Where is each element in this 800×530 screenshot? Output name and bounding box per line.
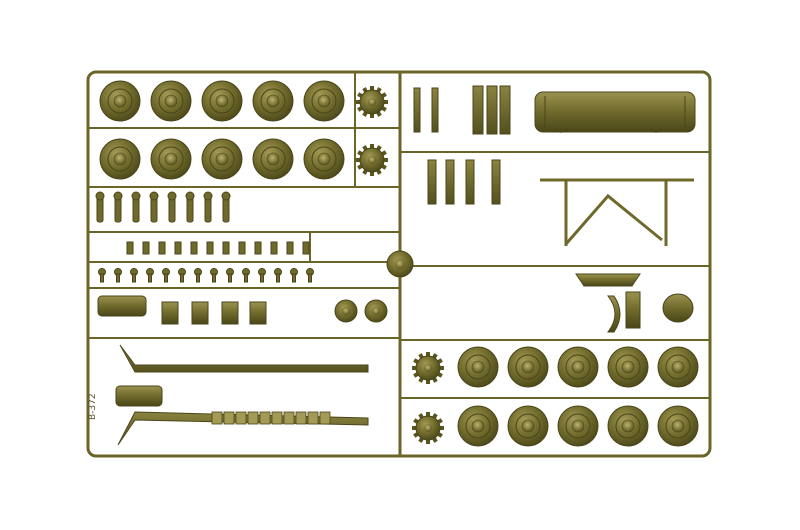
fitting-part (190, 241, 198, 255)
fitting-part (178, 268, 186, 283)
small-fittings (98, 241, 314, 283)
road-wheel (657, 405, 699, 447)
fitting-part (258, 268, 266, 283)
road-wheel (150, 80, 192, 122)
road-wheel (607, 405, 649, 447)
road-wheel (607, 346, 649, 388)
fitting-part (146, 268, 154, 283)
road-wheel (99, 80, 141, 122)
fitting-part (206, 241, 214, 255)
fitting-part (270, 241, 278, 255)
road-wheel (657, 346, 699, 388)
suspension-arm (185, 191, 195, 223)
fitting-part (274, 268, 282, 283)
fitting-part (242, 268, 250, 283)
fitting-part (114, 268, 122, 283)
fitting-part (306, 268, 314, 283)
fitting-part (222, 241, 230, 255)
fitting-part (210, 268, 218, 283)
road-wheel (201, 80, 243, 122)
fitting-part (254, 241, 262, 255)
center-gate-disc (386, 250, 414, 278)
fitting-part (158, 241, 166, 255)
sprocket (356, 86, 388, 118)
road-wheel (252, 80, 294, 122)
box-parts (97, 295, 267, 407)
road-wheel (303, 138, 345, 180)
fitting-part (226, 268, 234, 283)
road-wheel (201, 138, 243, 180)
fitting-part (290, 268, 298, 283)
suspension-arm (149, 191, 159, 223)
sprocket-wheels (356, 86, 444, 444)
road-wheel (457, 346, 499, 388)
road-wheel (303, 80, 345, 122)
suspension-arm (95, 191, 105, 223)
fitting-part (130, 268, 138, 283)
fitting-part (174, 241, 182, 255)
suspension-arms (95, 191, 231, 223)
fitting-part (238, 241, 246, 255)
fuel-tank-part (534, 91, 696, 133)
suspension-arm (221, 191, 231, 223)
fitting-part (98, 268, 106, 283)
sprue-label: B-372 (88, 393, 98, 420)
fitting-part (286, 241, 294, 255)
sprocket (412, 412, 444, 444)
road-wheel (457, 405, 499, 447)
idler-rolls (334, 299, 388, 323)
fitting-part (194, 268, 202, 283)
road-wheel (507, 405, 549, 447)
suspension-arm (113, 191, 123, 223)
frame-structure-part (540, 178, 694, 246)
mudguard-parts (575, 273, 694, 333)
sprocket (412, 352, 444, 384)
fitting-part (302, 241, 310, 255)
track-links (211, 411, 331, 425)
road-wheel (150, 138, 192, 180)
suspension-arm (203, 191, 213, 223)
sprue-label-text: B-372 (88, 393, 98, 420)
sprocket (356, 144, 388, 176)
fitting-part (142, 241, 150, 255)
road-wheel (557, 405, 599, 447)
road-wheels (99, 80, 699, 447)
road-wheel (99, 138, 141, 180)
sprue-runners (88, 72, 710, 399)
road-wheel (557, 346, 599, 388)
suspension-arm (167, 191, 177, 223)
road-wheel (252, 138, 294, 180)
road-wheel (507, 346, 549, 388)
fitting-part (162, 268, 170, 283)
vertical-rods (413, 85, 511, 205)
suspension-arm (131, 191, 141, 223)
fitting-part (126, 241, 134, 255)
